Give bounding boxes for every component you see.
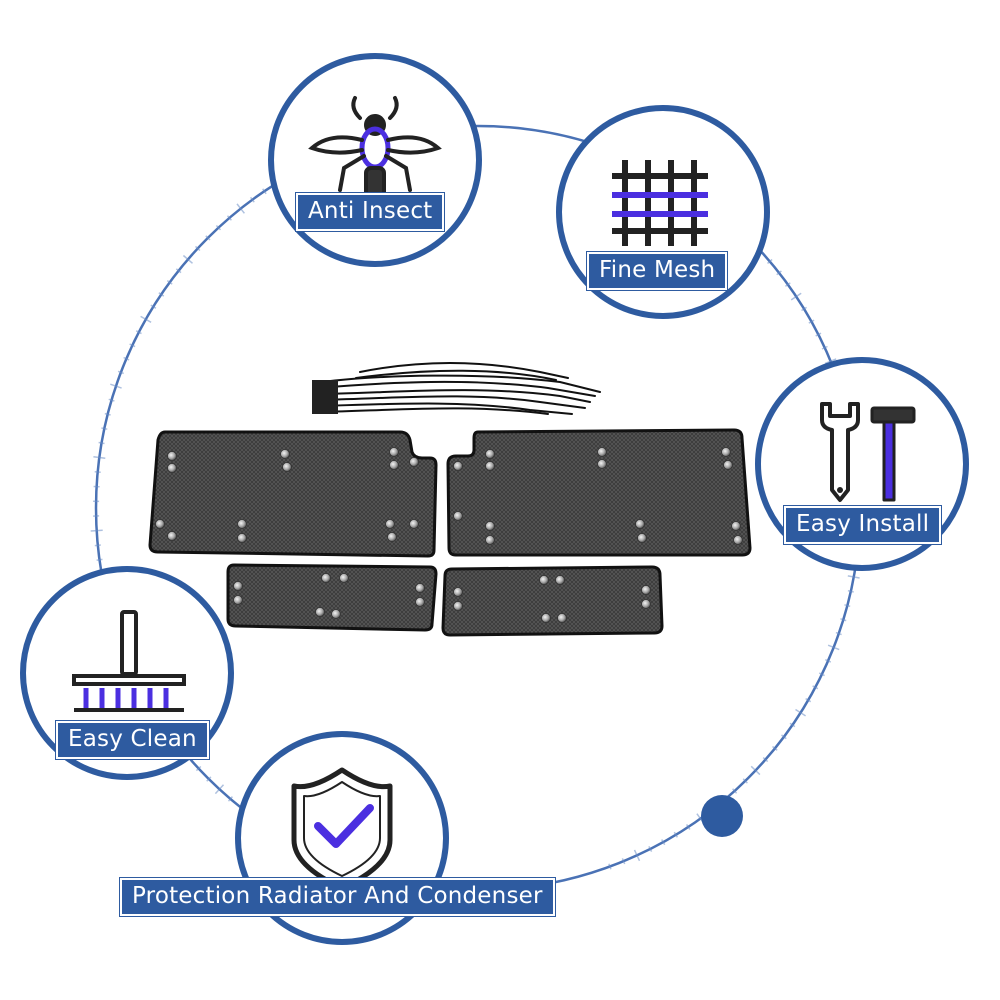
- protection-label: Protection Radiator And Condenser: [120, 878, 555, 916]
- mesh-panel-lower-right: [441, 565, 664, 637]
- mesh-panel-lower-left: [226, 563, 438, 632]
- mesh-panel-upper-right: [446, 428, 752, 557]
- feature-anti-insect: [268, 53, 482, 267]
- mounting-studs: [155, 447, 743, 623]
- easy-clean-label: Easy Clean: [56, 721, 209, 759]
- fine-mesh-label: Fine Mesh: [587, 252, 728, 290]
- mesh-grid-icon: [612, 160, 708, 246]
- wrench-hammer-icon: [820, 402, 916, 502]
- mesh-panel-upper-left: [148, 430, 438, 558]
- easy-install-label: Easy Install: [784, 506, 942, 544]
- anti-insect-label: Anti Insect: [296, 193, 445, 231]
- brush-icon: [72, 610, 186, 712]
- cable-ties: [312, 362, 601, 415]
- ring-dot: [701, 795, 743, 837]
- mosquito-icon: [308, 96, 442, 200]
